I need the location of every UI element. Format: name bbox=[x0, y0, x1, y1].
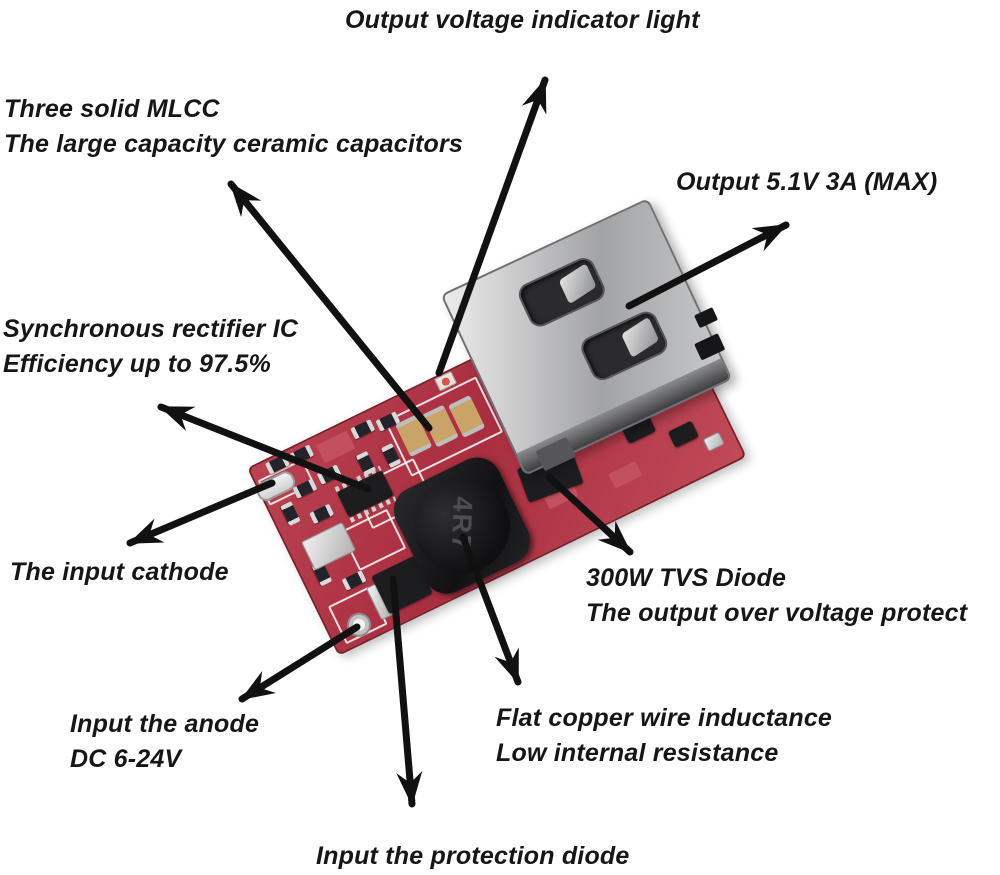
smd-resistor bbox=[280, 501, 301, 527]
label-input-cathode: The input cathode bbox=[10, 558, 229, 586]
label-inductance: Flat copper wire inductance Low internal… bbox=[496, 704, 833, 767]
smd-resistor bbox=[309, 503, 335, 525]
usb-shell-slot bbox=[577, 307, 672, 385]
smd-resistor bbox=[350, 419, 376, 440]
usb-spring-tab bbox=[558, 263, 597, 305]
label-rectifier-ic: Synchronous rectifier IC Efficiency up t… bbox=[3, 315, 299, 378]
arrow-input-cathode bbox=[126, 479, 276, 547]
inductor-marking: 4R7 bbox=[445, 495, 478, 553]
label-protection-diode: Input the protection diode bbox=[316, 842, 630, 870]
smd-pad bbox=[702, 431, 725, 452]
smd-component bbox=[667, 420, 700, 449]
label-indicator-light: Output voltage indicator light bbox=[345, 6, 700, 34]
smd-resistor bbox=[316, 464, 342, 485]
label-mlcc: Three solid MLCC The large capacity cera… bbox=[4, 95, 464, 158]
solder-pad bbox=[316, 430, 356, 464]
usb-pin bbox=[694, 333, 726, 361]
usb-shell-slot bbox=[514, 254, 609, 331]
arrow-mlcc bbox=[227, 180, 433, 432]
usb-pin bbox=[694, 307, 719, 329]
solder-pad bbox=[608, 461, 643, 489]
smd-resistor bbox=[341, 570, 367, 591]
label-input-anode: Input the anode DC 6-24V bbox=[70, 710, 260, 773]
usb-spring-tab bbox=[621, 316, 660, 358]
label-output: Output 5.1V 3A (MAX) bbox=[676, 168, 938, 196]
label-tvs-diode: 300W TVS Diode The output over voltage p… bbox=[586, 564, 968, 627]
